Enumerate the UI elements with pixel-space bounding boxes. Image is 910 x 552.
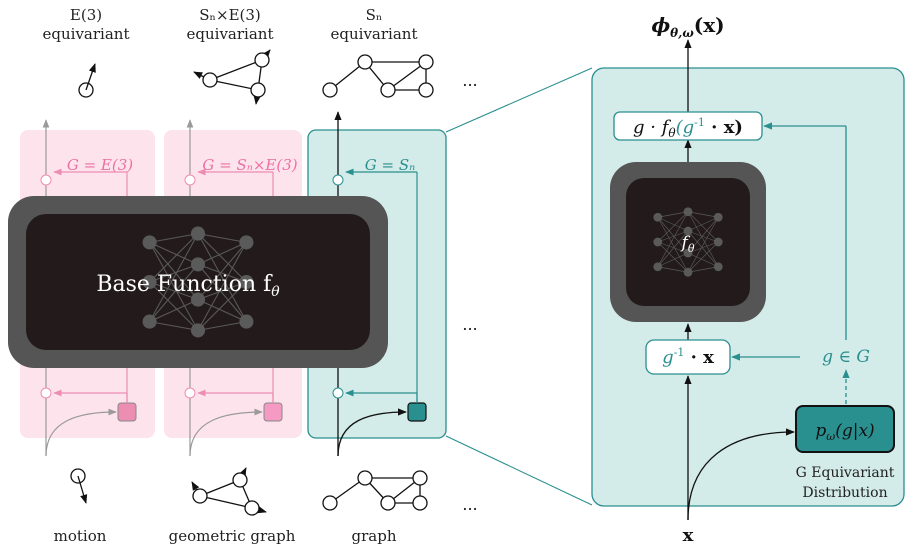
col1-sampler [117,402,137,422]
output-transform-box [613,111,763,141]
graph-input-icon [322,470,428,511]
geometric-graph-output-icon [193,49,271,105]
output-transform-label: g · fθ(g-1 · x) [633,116,743,140]
col3-group-label: G = Sₙ [365,156,415,174]
ellipsis-middle: ... [462,315,477,334]
graph-output-icon [322,54,434,98]
col2-top-label-2: equivariant [187,25,274,43]
col3-top-label: Sₙ [366,6,383,24]
geometric-graph-input-icon [191,467,267,516]
network-block: fθ [610,162,766,322]
ellipsis-bottom: ... [462,495,477,514]
zoom-line-bottom [445,435,593,506]
zoom-line-top [445,67,593,133]
output-label: ϕθ,ω(x) [651,13,724,40]
col3-sampler [407,402,427,422]
col3-top-label-2: equivariant [331,25,418,43]
col2-sampler [263,402,283,422]
col1-bottom-label: motion [54,527,107,545]
input-transform-box [645,339,731,375]
col2-group-label: G = Sₙ×E(3) [202,156,297,174]
col1-top-label: E(3) [70,6,102,24]
ellipsis-top: ... [462,71,477,90]
col1-top-label-2: equivariant [43,25,130,43]
base-function-block: Base Function fθ [8,196,388,368]
col2-bottom-label: geometric graph [169,527,296,545]
distribution-label: pω(g|x) [815,421,874,443]
g-in-G-label: g ∈ G [822,347,870,367]
base-function-label: Base Function fθ [96,272,280,300]
motion-input-icon [70,468,88,504]
network-label: fθ [680,233,695,255]
input-transform-label: g-1 · x [662,346,714,368]
distribution-box [795,405,895,453]
input-to-dist-curve [687,428,795,521]
distribution-caption-1: G Equivariant [796,465,895,481]
input-label: x [683,525,694,546]
col2-top-label: Sₙ×E(3) [199,6,261,24]
distribution-caption-2: Distribution [802,485,887,501]
motion-output-icon [78,63,96,98]
col1-group-label: G = E(3) [67,156,133,174]
col3-bottom-label: graph [352,527,397,545]
